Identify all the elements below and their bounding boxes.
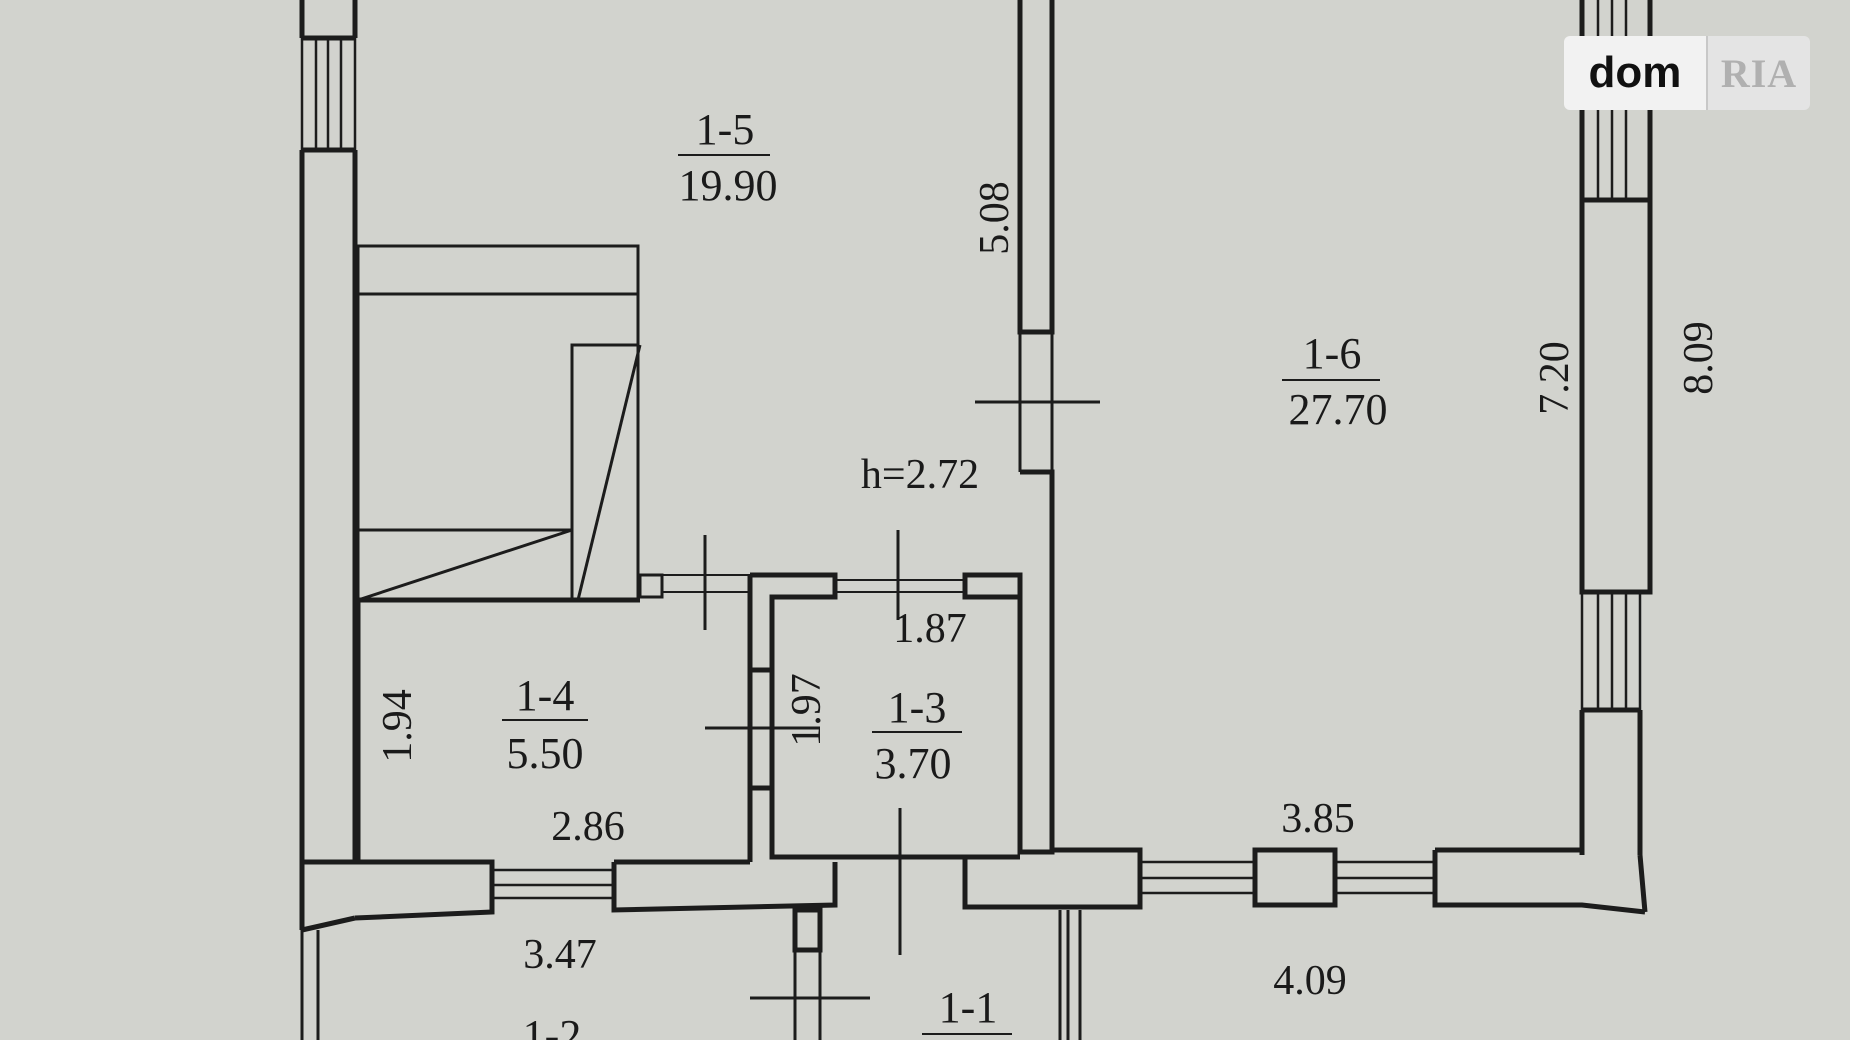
- room-1-5-label: 1-5 19.90: [678, 105, 778, 210]
- partition-15-16: [962, 0, 1100, 855]
- room-1-5-id: 1-5: [696, 105, 755, 154]
- dom-ria-watermark: dom RIA: [1564, 36, 1810, 110]
- west-window: [300, 38, 357, 150]
- room-1-1-id: 1-1: [939, 983, 998, 1032]
- room-1-4-id: 1-4: [516, 671, 575, 720]
- room-1-3-id: 1-3: [888, 683, 947, 732]
- dim-4-09: 4.09: [1273, 958, 1347, 1004]
- room-1-5-area: 19.90: [679, 161, 778, 210]
- dim-1-87: 1.87: [893, 606, 967, 652]
- dim-2-86: 2.86: [551, 804, 625, 850]
- room-1-6-id: 1-6: [1303, 329, 1362, 378]
- dim-3-85: 3.85: [1281, 796, 1355, 842]
- dim-1-94: 1.94: [375, 689, 421, 763]
- south-window-right: [1140, 860, 1435, 895]
- south-window-left: [492, 868, 614, 900]
- east-window-lower: [1580, 592, 1642, 710]
- dim-8-09: 8.09: [1676, 321, 1722, 395]
- room-1-6-area: 27.70: [1289, 385, 1388, 434]
- room-1-2-label: 1-2: [523, 1011, 582, 1040]
- room-1-3-label: 1-3 3.70: [872, 683, 962, 788]
- room-1-2-id: 1-2: [523, 1011, 582, 1040]
- watermark-dom-text: dom: [1564, 36, 1708, 110]
- room-1-4-label: 1-4 5.50: [502, 671, 588, 778]
- dim-7-20: 7.20: [1532, 341, 1578, 415]
- dim-5-08: 5.08: [972, 181, 1018, 255]
- room-1-6-label: 1-6 27.70: [1282, 329, 1388, 434]
- dim-1-97: 1.97: [784, 673, 830, 747]
- room-1-1-label: 1-1: [922, 983, 1012, 1035]
- ceiling-height: h=2.72: [861, 452, 979, 498]
- room-1-3-area: 3.70: [875, 739, 952, 788]
- room-1-4-area: 5.50: [507, 729, 584, 778]
- dim-3-47: 3.47: [523, 932, 597, 978]
- east-wall: [1579, 0, 1653, 913]
- watermark-ria-logo: RIA: [1708, 36, 1810, 110]
- stair-block: [356, 244, 664, 602]
- room-13-walls: [705, 530, 1020, 955]
